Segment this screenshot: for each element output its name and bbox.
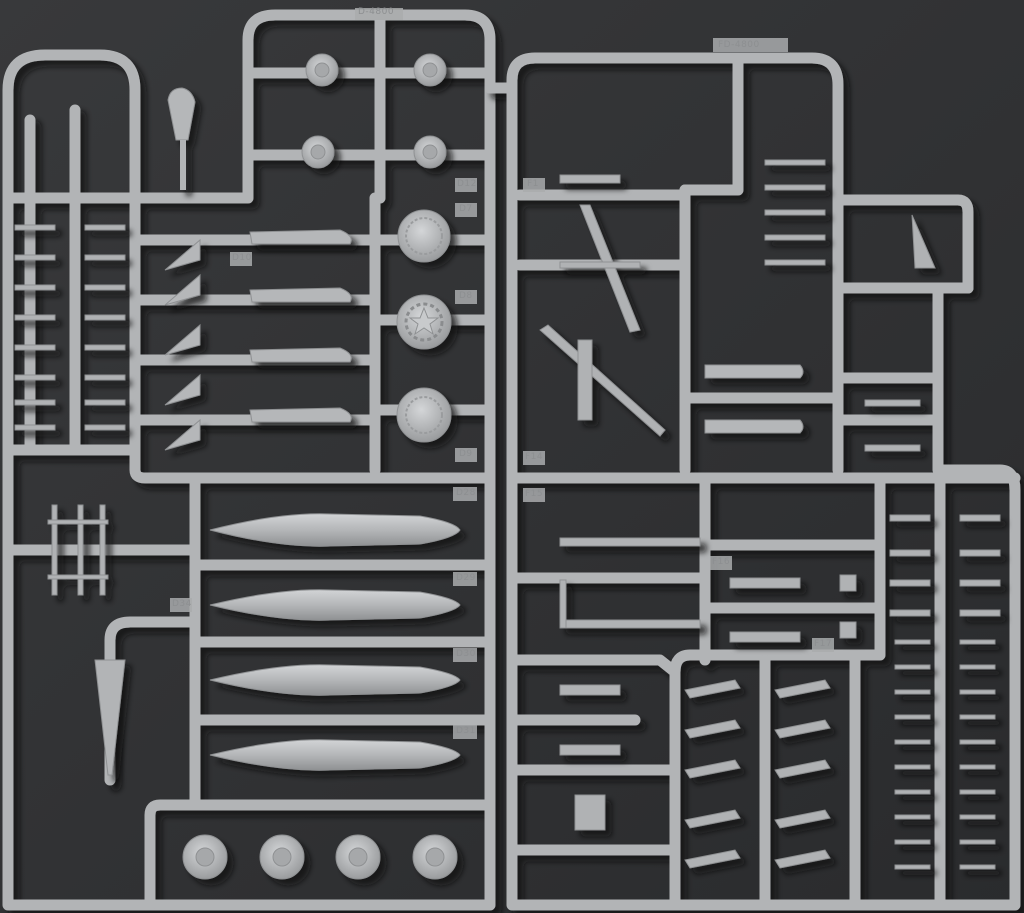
right-sprue-frame bbox=[484, 52, 1021, 911]
part-number-f1: F1 bbox=[527, 179, 539, 189]
canopy-frames bbox=[704, 364, 804, 434]
seat-part bbox=[167, 87, 196, 141]
part-number-d9: D9 bbox=[459, 449, 473, 459]
part-number-d34: D34 bbox=[172, 599, 192, 609]
fin-group bbox=[164, 238, 201, 451]
exhaust-pipe-group bbox=[684, 679, 831, 869]
part-number-d30: D30 bbox=[456, 649, 476, 659]
part-number-f16: F16 bbox=[712, 557, 731, 567]
ladder-parts bbox=[47, 504, 109, 596]
pylon-group bbox=[249, 229, 352, 423]
part-number-d10: D10 bbox=[232, 253, 252, 263]
small-parts-right bbox=[764, 159, 1001, 870]
engine-fan-group bbox=[396, 209, 452, 443]
small-parts-left bbox=[14, 224, 126, 431]
part-number-d31: D31 bbox=[456, 726, 476, 736]
bracket-parts bbox=[729, 214, 936, 643]
frame-code-left: D-4800 bbox=[358, 7, 395, 17]
part-number-d28: D28 bbox=[456, 488, 476, 498]
drop-tank-group bbox=[209, 513, 461, 771]
top-wheel-group bbox=[301, 53, 447, 169]
gear-leg-group bbox=[539, 174, 666, 437]
landing-gear-strut bbox=[94, 659, 126, 776]
part-number-f17: F17 bbox=[814, 639, 833, 649]
part-number-d12: D12 bbox=[457, 179, 477, 189]
part-number-f15: F15 bbox=[525, 489, 544, 499]
part-number-d29: D29 bbox=[456, 573, 476, 583]
part-number-tabs bbox=[170, 8, 834, 739]
part-number-d7: D7 bbox=[459, 204, 473, 214]
bottom-wheel-group bbox=[182, 834, 458, 880]
part-number-d8: D8 bbox=[459, 291, 473, 301]
gun-barrel-group bbox=[559, 537, 701, 831]
frame-code-right: FD-4800 bbox=[718, 40, 760, 50]
part-number-f14: F14 bbox=[525, 452, 544, 462]
